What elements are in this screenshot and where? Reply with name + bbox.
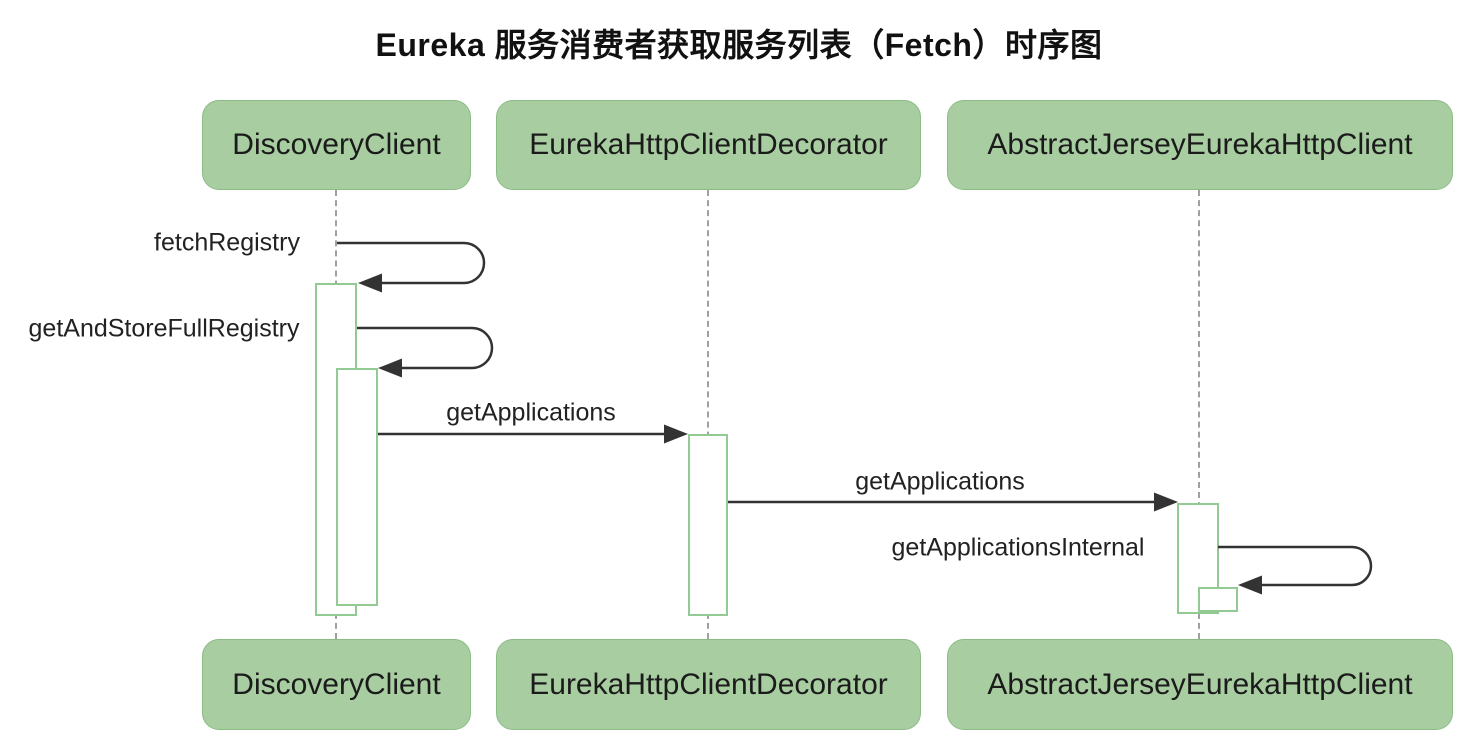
participant-top-eurekahttpclientdecorator: EurekaHttpClientDecorator — [496, 100, 921, 190]
self-message-line-getandstorefullregistry — [357, 326, 494, 370]
participant-label: AbstractJerseyEurekaHttpClient — [987, 667, 1413, 701]
participant-label: DiscoveryClient — [232, 128, 441, 161]
participant-label: EurekaHttpClientDecorator — [529, 667, 888, 701]
arrowhead-getandstorefullregistry — [378, 358, 402, 378]
activation-discoveryclient-getandstorefullregistry — [336, 368, 378, 606]
participant-top-discoveryclient: DiscoveryClient — [202, 100, 471, 190]
participant-top-abstractjerseyeurekahttpclient: AbstractJerseyEurekaHttpClient — [947, 100, 1453, 190]
self-message-line-fetchregistry — [337, 241, 486, 285]
message-label-fetchregistry: fetchRegistry — [154, 228, 300, 257]
arrowhead-fetchregistry — [358, 273, 382, 293]
participant-label: DiscoveryClient — [232, 667, 441, 701]
participant-label: EurekaHttpClientDecorator — [529, 128, 888, 161]
arrowhead-getapplicationsinternal — [1238, 575, 1262, 595]
participant-bottom-discoveryclient: DiscoveryClient — [202, 639, 471, 730]
participant-label: AbstractJerseyEurekaHttpClient — [987, 128, 1413, 161]
participant-bottom-abstractjerseyeurekahttpclient: AbstractJerseyEurekaHttpClient — [947, 639, 1453, 730]
activation-abstractjerseyeurekahttpclient-internal — [1198, 587, 1238, 612]
self-message-line-getapplicationsinternal — [1218, 545, 1373, 587]
message-label-getapplicationsinternal: getApplicationsInternal — [891, 533, 1145, 562]
activation-eurekahttpclientdecorator — [688, 434, 728, 616]
diagram-title: Eureka 服务消费者获取服务列表（Fetch）时序图 — [375, 27, 1103, 63]
arrowhead-getapplications-2 — [1154, 492, 1178, 512]
message-label-getapplications-1: getApplications — [446, 398, 616, 427]
message-label-getandstorefullregistry: getAndStoreFullRegistry — [28, 314, 300, 343]
arrowhead-getapplications-1 — [664, 424, 688, 444]
lifeline-eurekahttpclientdecorator — [707, 190, 709, 639]
message-label-getapplications-2: getApplications — [855, 467, 1025, 496]
lifeline-abstractjerseyeurekahttpclient — [1198, 190, 1200, 639]
participant-bottom-eurekahttpclientdecorator: EurekaHttpClientDecorator — [496, 639, 921, 730]
